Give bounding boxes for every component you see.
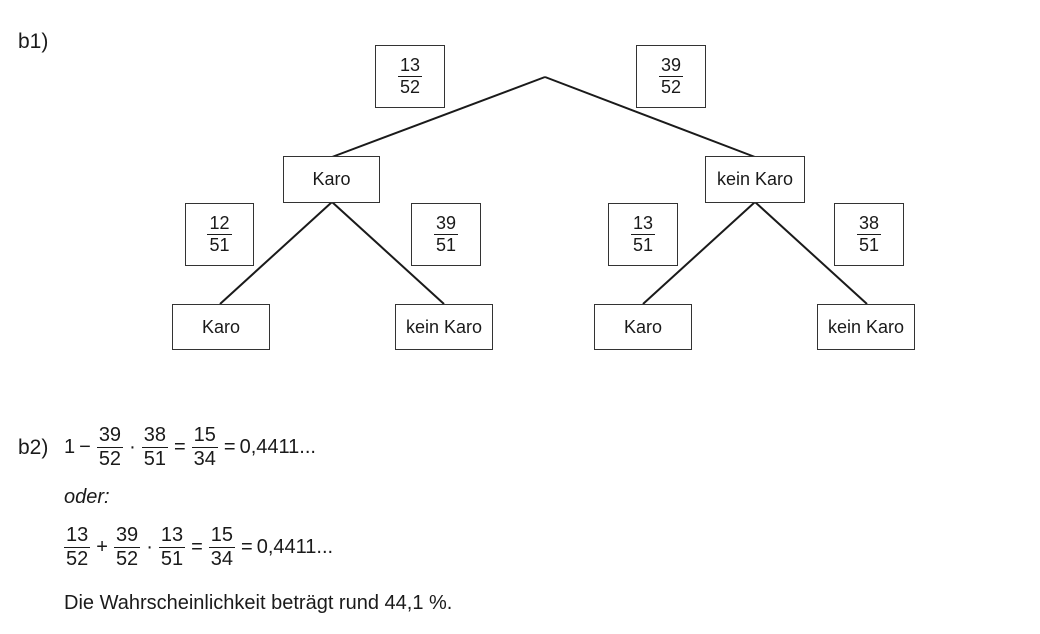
edge-karo-kein-karo [331, 201, 445, 305]
fraction: 13 51 [630, 213, 656, 255]
node-karo-kein-karo: kein Karo [395, 304, 493, 350]
equals-sign: = [173, 436, 186, 458]
equation-complement: 1 − 39 52 · 38 51 = 15 34 = 0,4411... [64, 425, 316, 470]
denominator: 51 [435, 235, 457, 255]
numerator: 13 [630, 213, 656, 235]
equation-sum: 13 52 + 39 52 · 13 51 = 15 34 = 0,4411..… [64, 525, 333, 570]
fraction: 12 51 [207, 213, 232, 255]
plus-sign: + [96, 536, 108, 558]
prob-box-top-left: 13 52 [375, 45, 445, 108]
numerator: 13 [397, 55, 423, 77]
denominator: 52 [660, 77, 682, 97]
one: 1 [64, 436, 76, 458]
edge-keinkaro-kein-karo [754, 201, 868, 305]
numerator: 12 [207, 213, 232, 235]
prob-box-l2-1: 12 51 [185, 203, 254, 266]
conclusion-text: Die Wahrscheinlichkeit beträgt rund 44,1… [64, 592, 453, 614]
denominator: 34 [210, 548, 234, 570]
denominator: 34 [193, 448, 216, 470]
equals-sign: = [223, 436, 236, 458]
fraction: 13 52 [397, 55, 423, 97]
denominator: 51 [858, 235, 880, 255]
fraction: 39 52 [658, 55, 684, 97]
alternative-label: oder: [64, 486, 110, 508]
numerator: 39 [96, 424, 124, 448]
node-keinkaro-kein-karo: kein Karo [817, 304, 915, 350]
times-dot: · [129, 436, 136, 458]
numerator: 39 [433, 213, 459, 235]
numerator: 39 [113, 524, 141, 548]
result-value: 0,4411... [239, 436, 316, 458]
numerator: 38 [856, 213, 882, 235]
prob-box-l2-2: 39 51 [411, 203, 481, 266]
edge-keinkaro-karo [642, 201, 756, 305]
fraction: 15 34 [208, 524, 236, 570]
fraction: 15 34 [191, 424, 218, 470]
fraction: 39 52 [113, 524, 141, 570]
prob-box-top-right: 39 52 [636, 45, 706, 108]
node-keinkaro-karo: Karo [594, 304, 692, 350]
prob-box-l2-3: 13 51 [608, 203, 678, 266]
fraction: 38 51 [141, 424, 168, 470]
fraction: 39 52 [96, 424, 124, 470]
denominator: 52 [98, 448, 122, 470]
numerator: 38 [141, 424, 168, 448]
denominator: 52 [399, 77, 421, 97]
denominator: 51 [143, 448, 166, 470]
denominator: 51 [632, 235, 654, 255]
minus-sign: − [79, 436, 91, 458]
numerator: 15 [208, 524, 236, 548]
equals-sign: = [191, 536, 203, 558]
edge-karo-karo [219, 201, 333, 305]
denominator: 51 [160, 548, 184, 570]
denominator: 51 [209, 235, 230, 255]
numerator: 13 [64, 524, 91, 548]
fraction: 13 51 [158, 524, 186, 570]
node-karo-karo: Karo [172, 304, 270, 350]
edge-root-karo [331, 76, 546, 158]
times-dot: · [146, 536, 153, 558]
node-karo-level1: Karo [283, 156, 380, 203]
numerator: 13 [158, 524, 186, 548]
result-value: 0,4411... [256, 536, 334, 558]
fraction: 38 51 [856, 213, 882, 255]
numerator: 15 [191, 424, 218, 448]
fraction: 13 52 [64, 524, 91, 570]
prob-box-l2-4: 38 51 [834, 203, 904, 266]
part-label-b1: b1) [18, 30, 49, 53]
part-label-b2: b2) [18, 436, 49, 459]
denominator: 52 [115, 548, 139, 570]
equals-sign: = [241, 536, 253, 558]
numerator: 39 [658, 55, 684, 77]
node-kein-karo-level1: kein Karo [705, 156, 805, 203]
denominator: 52 [66, 548, 89, 570]
fraction: 39 51 [433, 213, 459, 255]
edge-root-kein-karo [544, 76, 756, 158]
